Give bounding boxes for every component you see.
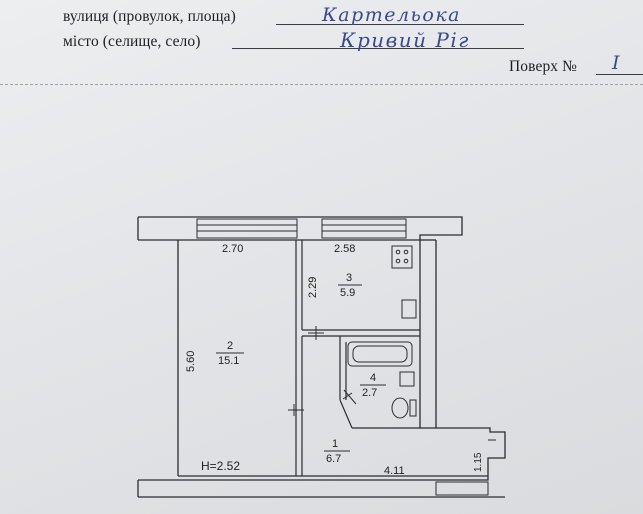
window-bottom [435, 481, 489, 496]
city-value: Кривий Ріг [340, 28, 470, 52]
room2-number: 2 [227, 340, 233, 352]
city-label: місто (селище, село) [63, 33, 201, 50]
room1-number: 1 [332, 438, 338, 450]
window-room3 [321, 218, 407, 239]
entry-depth: 1.15 [473, 452, 484, 472]
street-label: вулиця (провулок, площа) [63, 8, 236, 25]
room3-number: 3 [346, 272, 352, 284]
door-bath [343, 389, 357, 405]
room4-area: 2.7 [362, 387, 377, 399]
room1-area: 6.7 [326, 453, 341, 465]
street-value: Картельока [322, 4, 462, 26]
floor-value: I [612, 52, 622, 74]
floor-label: Поверх № [509, 58, 578, 75]
room3-depth: 2.29 [307, 277, 319, 298]
window-room2 [196, 218, 298, 239]
room2-width: 2.70 [222, 243, 243, 255]
kitchen-sink [401, 299, 417, 319]
bathtub [347, 341, 413, 367]
outer-wall-top [138, 216, 506, 481]
bathtub-inner [352, 345, 408, 363]
bath-sink [399, 371, 415, 387]
street-underline [276, 24, 524, 25]
room3-width: 2.58 [334, 243, 355, 255]
ceiling-height: H=2.52 [201, 459, 240, 473]
form-divider [0, 84, 643, 85]
room2-length: 5.60 [185, 351, 197, 372]
room4-number: 4 [370, 372, 376, 384]
city-underline [232, 48, 524, 49]
stove [391, 245, 413, 269]
toilet [391, 397, 409, 419]
corridor-length: 4.11 [384, 465, 405, 477]
room2-area: 15.1 [218, 355, 239, 367]
wall-bath-diag [339, 399, 353, 429]
floor-underline [596, 74, 643, 75]
room3-area: 5.9 [340, 287, 355, 299]
